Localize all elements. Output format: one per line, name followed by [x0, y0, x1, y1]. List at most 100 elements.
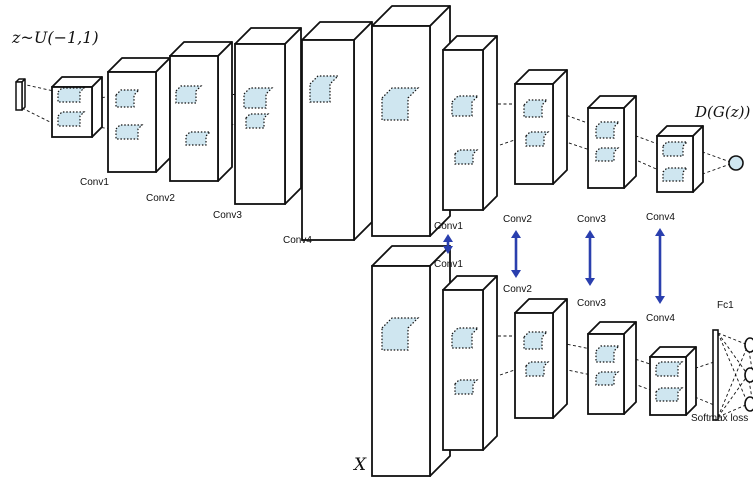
receptive-patch — [595, 371, 620, 386]
receptive-patch — [451, 327, 480, 349]
real-input-label: X — [354, 455, 367, 475]
arrow-head-up — [511, 230, 521, 238]
disc-fake-block-4 — [587, 95, 637, 189]
receptive-patch — [381, 317, 420, 351]
arrow-head-down — [511, 270, 521, 278]
disc-fake-conv1-label: Conv1 — [434, 221, 463, 232]
arrow-head-up — [655, 228, 665, 236]
disc-fake-conv2-label: Conv2 — [503, 214, 532, 225]
feature-map-blocks — [15, 5, 753, 477]
disc-real-block-4 — [587, 321, 637, 415]
disc-real-block-1 — [371, 245, 451, 477]
block-side-face — [353, 21, 373, 241]
block-front-face — [234, 43, 286, 205]
receptive-patch — [175, 85, 203, 104]
block-side-face — [552, 298, 568, 419]
connection-line — [689, 361, 715, 371]
receptive-patch — [525, 361, 550, 377]
shared-weight-arrow-conv2 — [511, 230, 521, 278]
discriminator-output-label: D(G(z)) — [695, 103, 751, 121]
generator-block-3 — [107, 57, 171, 173]
receptive-patch — [115, 124, 144, 140]
receptive-patch — [662, 167, 689, 182]
shared-weight-arrow-conv4 — [655, 228, 665, 304]
receptive-patch — [115, 89, 141, 108]
fc-neuron-2 — [744, 367, 753, 383]
block-front-face — [442, 49, 484, 211]
generator-block-6 — [301, 21, 373, 241]
generator-block-4 — [169, 41, 233, 182]
arrow-head-up — [585, 230, 595, 238]
shared-weight-arrow-conv3 — [585, 230, 595, 286]
receptive-patch — [57, 111, 86, 127]
receptive-patch — [595, 121, 621, 139]
block-side-face — [623, 321, 637, 415]
generator-conv2-label: Conv2 — [146, 193, 175, 204]
shared-weight-arrow-conv1 — [443, 234, 453, 254]
disc-fake-block-5 — [656, 125, 704, 193]
fc-neuron-3 — [744, 396, 753, 412]
block-front-face — [371, 25, 431, 237]
receptive-patch — [655, 361, 684, 377]
disc-real-block-2 — [442, 275, 498, 451]
block-side-face — [155, 57, 171, 173]
receptive-patch — [595, 345, 621, 363]
block-front-face — [442, 289, 484, 451]
block-front-face — [107, 71, 157, 173]
generator-block-2 — [51, 76, 103, 138]
connection-line — [717, 344, 749, 418]
generator-block-5 — [234, 27, 302, 205]
block-side-face — [284, 27, 302, 205]
softmax-loss-label: Softmax loss — [691, 413, 749, 424]
disc-real-block-5 — [649, 346, 697, 416]
receptive-patch — [655, 387, 684, 402]
fc1-layer — [712, 329, 719, 421]
disc-real-conv2-label: Conv2 — [503, 284, 532, 295]
block-side-face — [217, 41, 233, 182]
fc-neuron-1 — [744, 337, 753, 353]
arrow-head-down — [443, 246, 453, 254]
block-side-face — [623, 95, 637, 189]
receptive-patch — [243, 87, 274, 109]
block-front-face — [301, 39, 355, 241]
output-node — [728, 155, 744, 171]
block-side-face — [91, 76, 103, 138]
disc-real-conv4-label: Conv4 — [646, 313, 675, 324]
receptive-patch — [595, 147, 620, 162]
disc-fake-conv4-label: Conv4 — [646, 212, 675, 223]
receptive-patch — [523, 99, 549, 118]
receptive-patch — [451, 95, 480, 117]
receptive-patch — [662, 141, 689, 157]
block-side-face — [482, 275, 498, 451]
connection-line — [689, 394, 715, 406]
connection-line — [21, 83, 59, 93]
receptive-patch — [245, 113, 270, 129]
block-front-face — [169, 55, 219, 182]
block-front-face — [15, 81, 23, 111]
disc-fake-block-3 — [514, 69, 568, 185]
block-side-face — [552, 69, 568, 185]
disc-real-block-3 — [514, 298, 568, 419]
generator-conv1-label: Conv1 — [80, 177, 109, 188]
disc-fake-conv3-label: Conv3 — [577, 214, 606, 225]
arrow-head-up — [443, 234, 453, 242]
receptive-patch — [523, 331, 549, 350]
disc-fake-block-2 — [442, 35, 498, 211]
receptive-patch — [185, 131, 212, 146]
receptive-patch — [57, 87, 86, 103]
connection-line — [717, 332, 749, 405]
shared-weight-arrows — [443, 228, 665, 304]
receptive-patch — [381, 87, 420, 121]
block-front-face — [514, 312, 554, 419]
fc1-label: Fc1 — [717, 300, 734, 311]
block-side-face — [692, 125, 704, 193]
receptive-patch — [454, 149, 479, 165]
disc-real-conv1-label: Conv1 — [434, 259, 463, 270]
arrow-head-down — [585, 278, 595, 286]
block-side-face — [685, 346, 697, 416]
generator-block-1 — [15, 78, 26, 111]
receptive-patch — [525, 131, 550, 147]
block-front-face — [371, 265, 431, 477]
disc-fake-block-1 — [371, 5, 451, 237]
generator-conv3-label: Conv3 — [213, 210, 242, 221]
